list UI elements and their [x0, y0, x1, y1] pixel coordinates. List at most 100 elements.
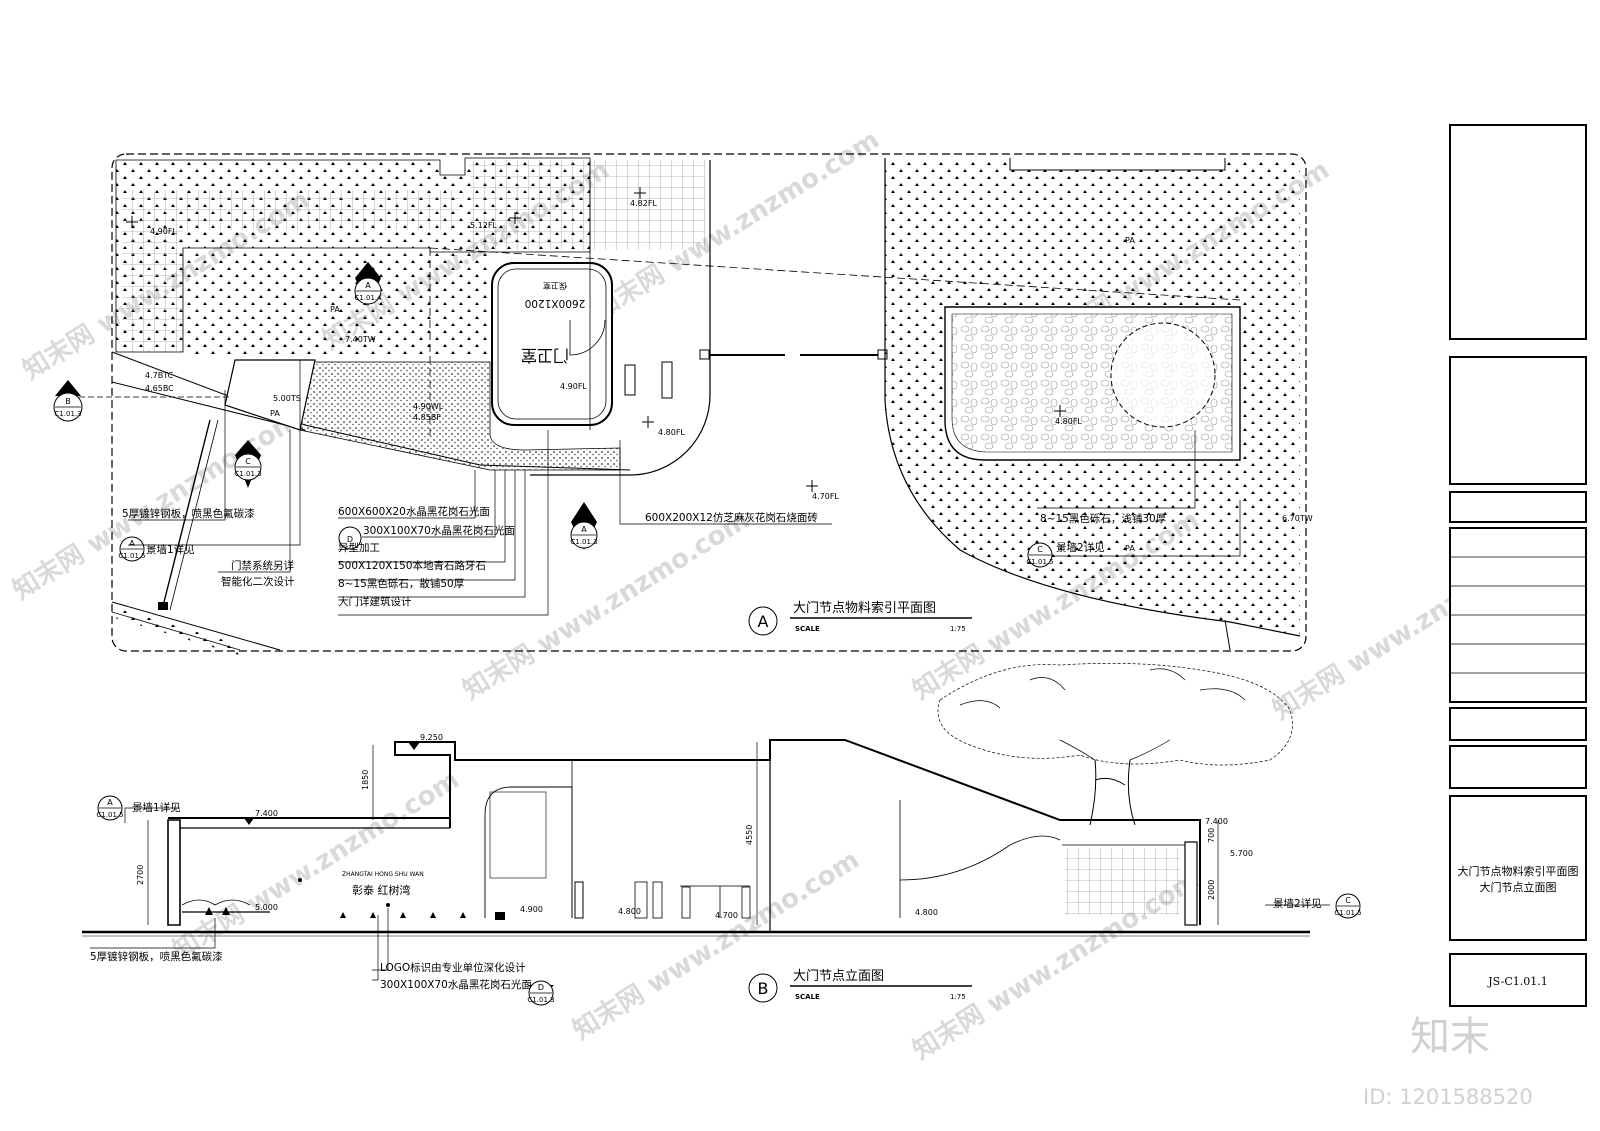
level-label: 9.250 [420, 733, 443, 742]
elevation-label: 4.85BF [413, 413, 441, 422]
site-plan: 保卫室 2600X1200 门卫室 [53, 153, 1313, 655]
svg-text:C1.01.4: C1.01.4 [354, 294, 382, 302]
gate-house-sub: 保卫室 [543, 281, 567, 291]
elev-callout-d: D C1.01.3 [527, 980, 555, 1006]
svg-text:A: A [107, 798, 113, 807]
note: 智能化二次设计 [221, 575, 295, 588]
note: 600X600X20水晶黑花岗石光面 [338, 505, 490, 518]
svg-text:1850: 1850 [361, 770, 370, 790]
elevation-label: 4.90WL [413, 402, 444, 411]
svg-text:C1.01.3: C1.01.3 [54, 410, 81, 418]
planting-area-center [183, 250, 490, 355]
svg-text:4550: 4550 [745, 825, 754, 845]
note: 300X100X70水晶黑花岗石光面 [380, 978, 532, 991]
note: 600X200X12仿芝麻灰花岗石烧面砖 [645, 511, 818, 524]
svg-text:C1.01.5: C1.01.5 [118, 552, 145, 560]
level-label: 4.900 [520, 905, 543, 914]
note: 大门详建筑设计 [338, 595, 412, 608]
svg-text:D: D [347, 535, 353, 544]
note: 5厚镀锌钢板，喷黑色氟碳漆 [122, 507, 255, 520]
callout-c-c1015: C C1.01.5 [1026, 542, 1054, 568]
level-label: 7.400 [1205, 817, 1228, 826]
pa-label: PA [1125, 236, 1135, 245]
svg-text:A: A [129, 539, 135, 548]
callout-a-c1013: A C1.01.3 [570, 502, 598, 550]
elevation-label: 4.82FL [630, 199, 657, 208]
elevation-label: 4.70FL [812, 492, 839, 501]
level-label: 4.800 [618, 907, 641, 916]
landscape-wall-1-elevation [167, 819, 181, 926]
plan-scale: 1:75 [950, 625, 966, 633]
elevation-view: 9.250 7.400 5.000 4.900 4.800 4.700 4.80… [82, 662, 1362, 1006]
svg-text:C1.01.5: C1.01.5 [96, 811, 123, 819]
door-swing [569, 319, 606, 356]
drive-edge-left [530, 160, 711, 476]
landscape-wall-1 [224, 359, 316, 431]
elevation-title: B 大门节点立面图 SCALE 1:75 [748, 969, 972, 1003]
gravel-strip [299, 361, 621, 471]
elevation-label: 4.90FL [150, 227, 177, 236]
gate-house-size: 2600X1200 [525, 297, 586, 309]
elevation-label: 4.65BC [145, 384, 174, 393]
brand-id: ID: 1201588520 [1363, 1085, 1533, 1109]
level-label: 4.800 [915, 908, 938, 917]
dimension-lines [147, 742, 1219, 925]
svg-text:B: B [758, 979, 769, 998]
note: 景墙1详见 [146, 543, 195, 556]
note: 景墙2详见 [1273, 897, 1322, 910]
elevation-label: 6.70TW [1282, 514, 1313, 523]
svg-text:C1.01.3: C1.01.3 [527, 996, 554, 1004]
svg-text:C: C [1345, 896, 1351, 905]
brand-watermark: 知末 [1410, 1014, 1490, 1060]
elevation-marks: 4.90FL 5.12FL 4.82FL 7.40TW 4.7BTC 4.65B… [126, 187, 1313, 523]
watermark-text: 知末网 www.znzmo.com [568, 845, 865, 1046]
elevation-scale: 1:75 [950, 993, 966, 1001]
svg-text:2700: 2700 [136, 865, 145, 885]
svg-text:C1.01.3: C1.01.3 [234, 470, 261, 478]
svg-text:A: A [758, 612, 769, 631]
note: 500X120X150本地青石路牙石 [338, 559, 486, 572]
elevation-label: 5.00TS [273, 394, 301, 403]
logo-text-cn: 彰泰 红树湾 [352, 883, 411, 897]
title-block-drawing-name: 大门节点立面图 [1480, 880, 1557, 894]
note: 异型加工 [338, 541, 380, 554]
elev-callout-a: A C1.01.5 [96, 795, 124, 821]
callout-c-c1013: C C1.01.3 [234, 440, 262, 488]
svg-text:C: C [245, 457, 251, 466]
svg-text:A: A [581, 525, 587, 534]
site-boundary [111, 153, 1307, 652]
svg-text:D: D [538, 983, 544, 992]
title-block-drawing-name: 大门节点物料索引平面图 [1458, 864, 1579, 878]
note: LOGO标识由专业单位深化设计 [380, 961, 526, 974]
dimension-labels: 1850 2700 4550 700 2000 [136, 770, 1216, 900]
level-label: 7.400 [255, 809, 278, 818]
grid-paving-right [540, 160, 705, 250]
pa-label: PA [1125, 544, 1135, 553]
callout-d: D [338, 526, 362, 550]
elevation-title-text: 大门节点立面图 [793, 969, 884, 984]
level-label: 5.700 [1230, 849, 1253, 858]
plan-title-text: 大门节点物料索引平面图 [793, 601, 936, 616]
note: 景墙1详见 [132, 801, 181, 814]
callout-b-c1013: B C1.01.3 [53, 380, 83, 422]
note: 300X100X70水晶黑花岗石光面 [363, 524, 515, 537]
note: 8~15黑色砾石，散铺50厚 [338, 577, 465, 590]
tree-illustration [937, 662, 1293, 826]
svg-text:C1.01.5: C1.01.5 [1334, 909, 1361, 917]
elevation-notes: 景墙1详见 景墙2详见 5厚镀锌钢板，喷黑色氟碳漆 LOGO标识由专业单位深化设… [90, 801, 1322, 991]
svg-text:B: B [65, 397, 71, 406]
svg-text:C1.01.5: C1.01.5 [1026, 558, 1053, 566]
svg-text:700: 700 [1207, 828, 1216, 843]
plan-notes: 5厚镀锌钢板，喷黑色氟碳漆 景墙1详见 门禁系统另详 智能化二次设计 600X6… [122, 505, 1167, 608]
grid-paving-top [470, 160, 540, 250]
note: 5厚镀锌钢板，喷黑色氟碳漆 [90, 950, 223, 963]
title-block [1449, 124, 1587, 1007]
gate-house [491, 262, 613, 426]
note: 8~15黑色砾石，浅铺30厚 [1040, 512, 1167, 525]
leader-lines [128, 360, 1241, 616]
callout-a-c1015: A C1.01.5 [118, 536, 146, 562]
pa-label: PA [270, 409, 280, 418]
svg-text:A: A [365, 281, 371, 290]
elevation-label: 4.90FL [560, 382, 587, 391]
